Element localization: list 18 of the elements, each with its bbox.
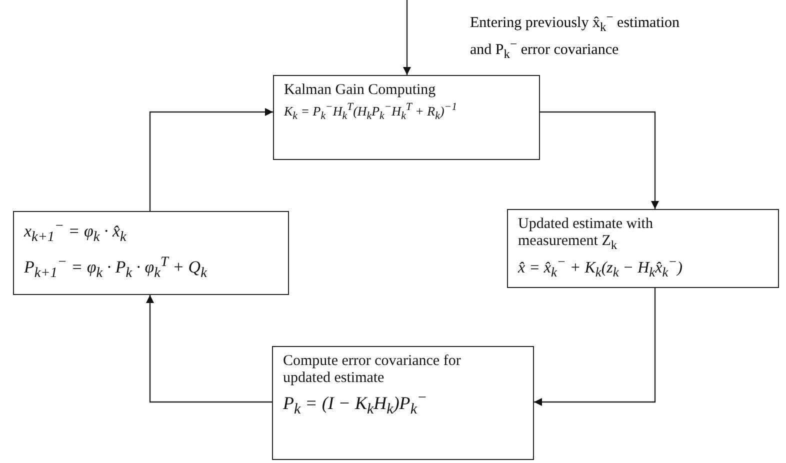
formula: x̂ = x̂$_{k}$$^{−}$ + K$_{k}$(z$_{k}$ − H$_{k}$x̂$_{k}$$^{−}$) (518, 254, 684, 280)
formula: K$_{k}$ = P$_{k}$$^{−}$H$_{k}$$^{T}$(H$_{k}$P$_{k}$$^{−}$H$_{k}$$^{T}$ + R$_{k}$)$^{−1}$ (284, 101, 458, 122)
process-box (273, 75, 540, 160)
arrow (534, 288, 656, 406)
process-box (272, 346, 534, 460)
formula: P$_{k+1}$$^{−}$ = φ$_{k}$ · P$_{k}$ · φ$_{k}$$^{T}$ + Q$_{k}$ (24, 254, 208, 282)
process-box (13, 211, 289, 295)
process-box (507, 209, 779, 288)
step-title: Updated estimate with measurement Z$_{k}$ (518, 216, 654, 253)
step-title: Compute error covariance for updated estimate (283, 353, 462, 388)
arrow (149, 108, 273, 211)
arrow (146, 295, 272, 403)
note-text: Entering previously x̂$_{k}$$^{−}$ estimation (470, 10, 680, 35)
arrow (540, 111, 659, 209)
formula: x$_{k+1}$$^{−}$ = φ$_{k}$ · x̂$_{k}$ (24, 218, 128, 246)
arrow (403, 0, 411, 75)
note-text: and P$_{k}$$^{−}$ error covariance (470, 37, 619, 62)
step-title: Kalman Gain Computing (284, 82, 437, 100)
